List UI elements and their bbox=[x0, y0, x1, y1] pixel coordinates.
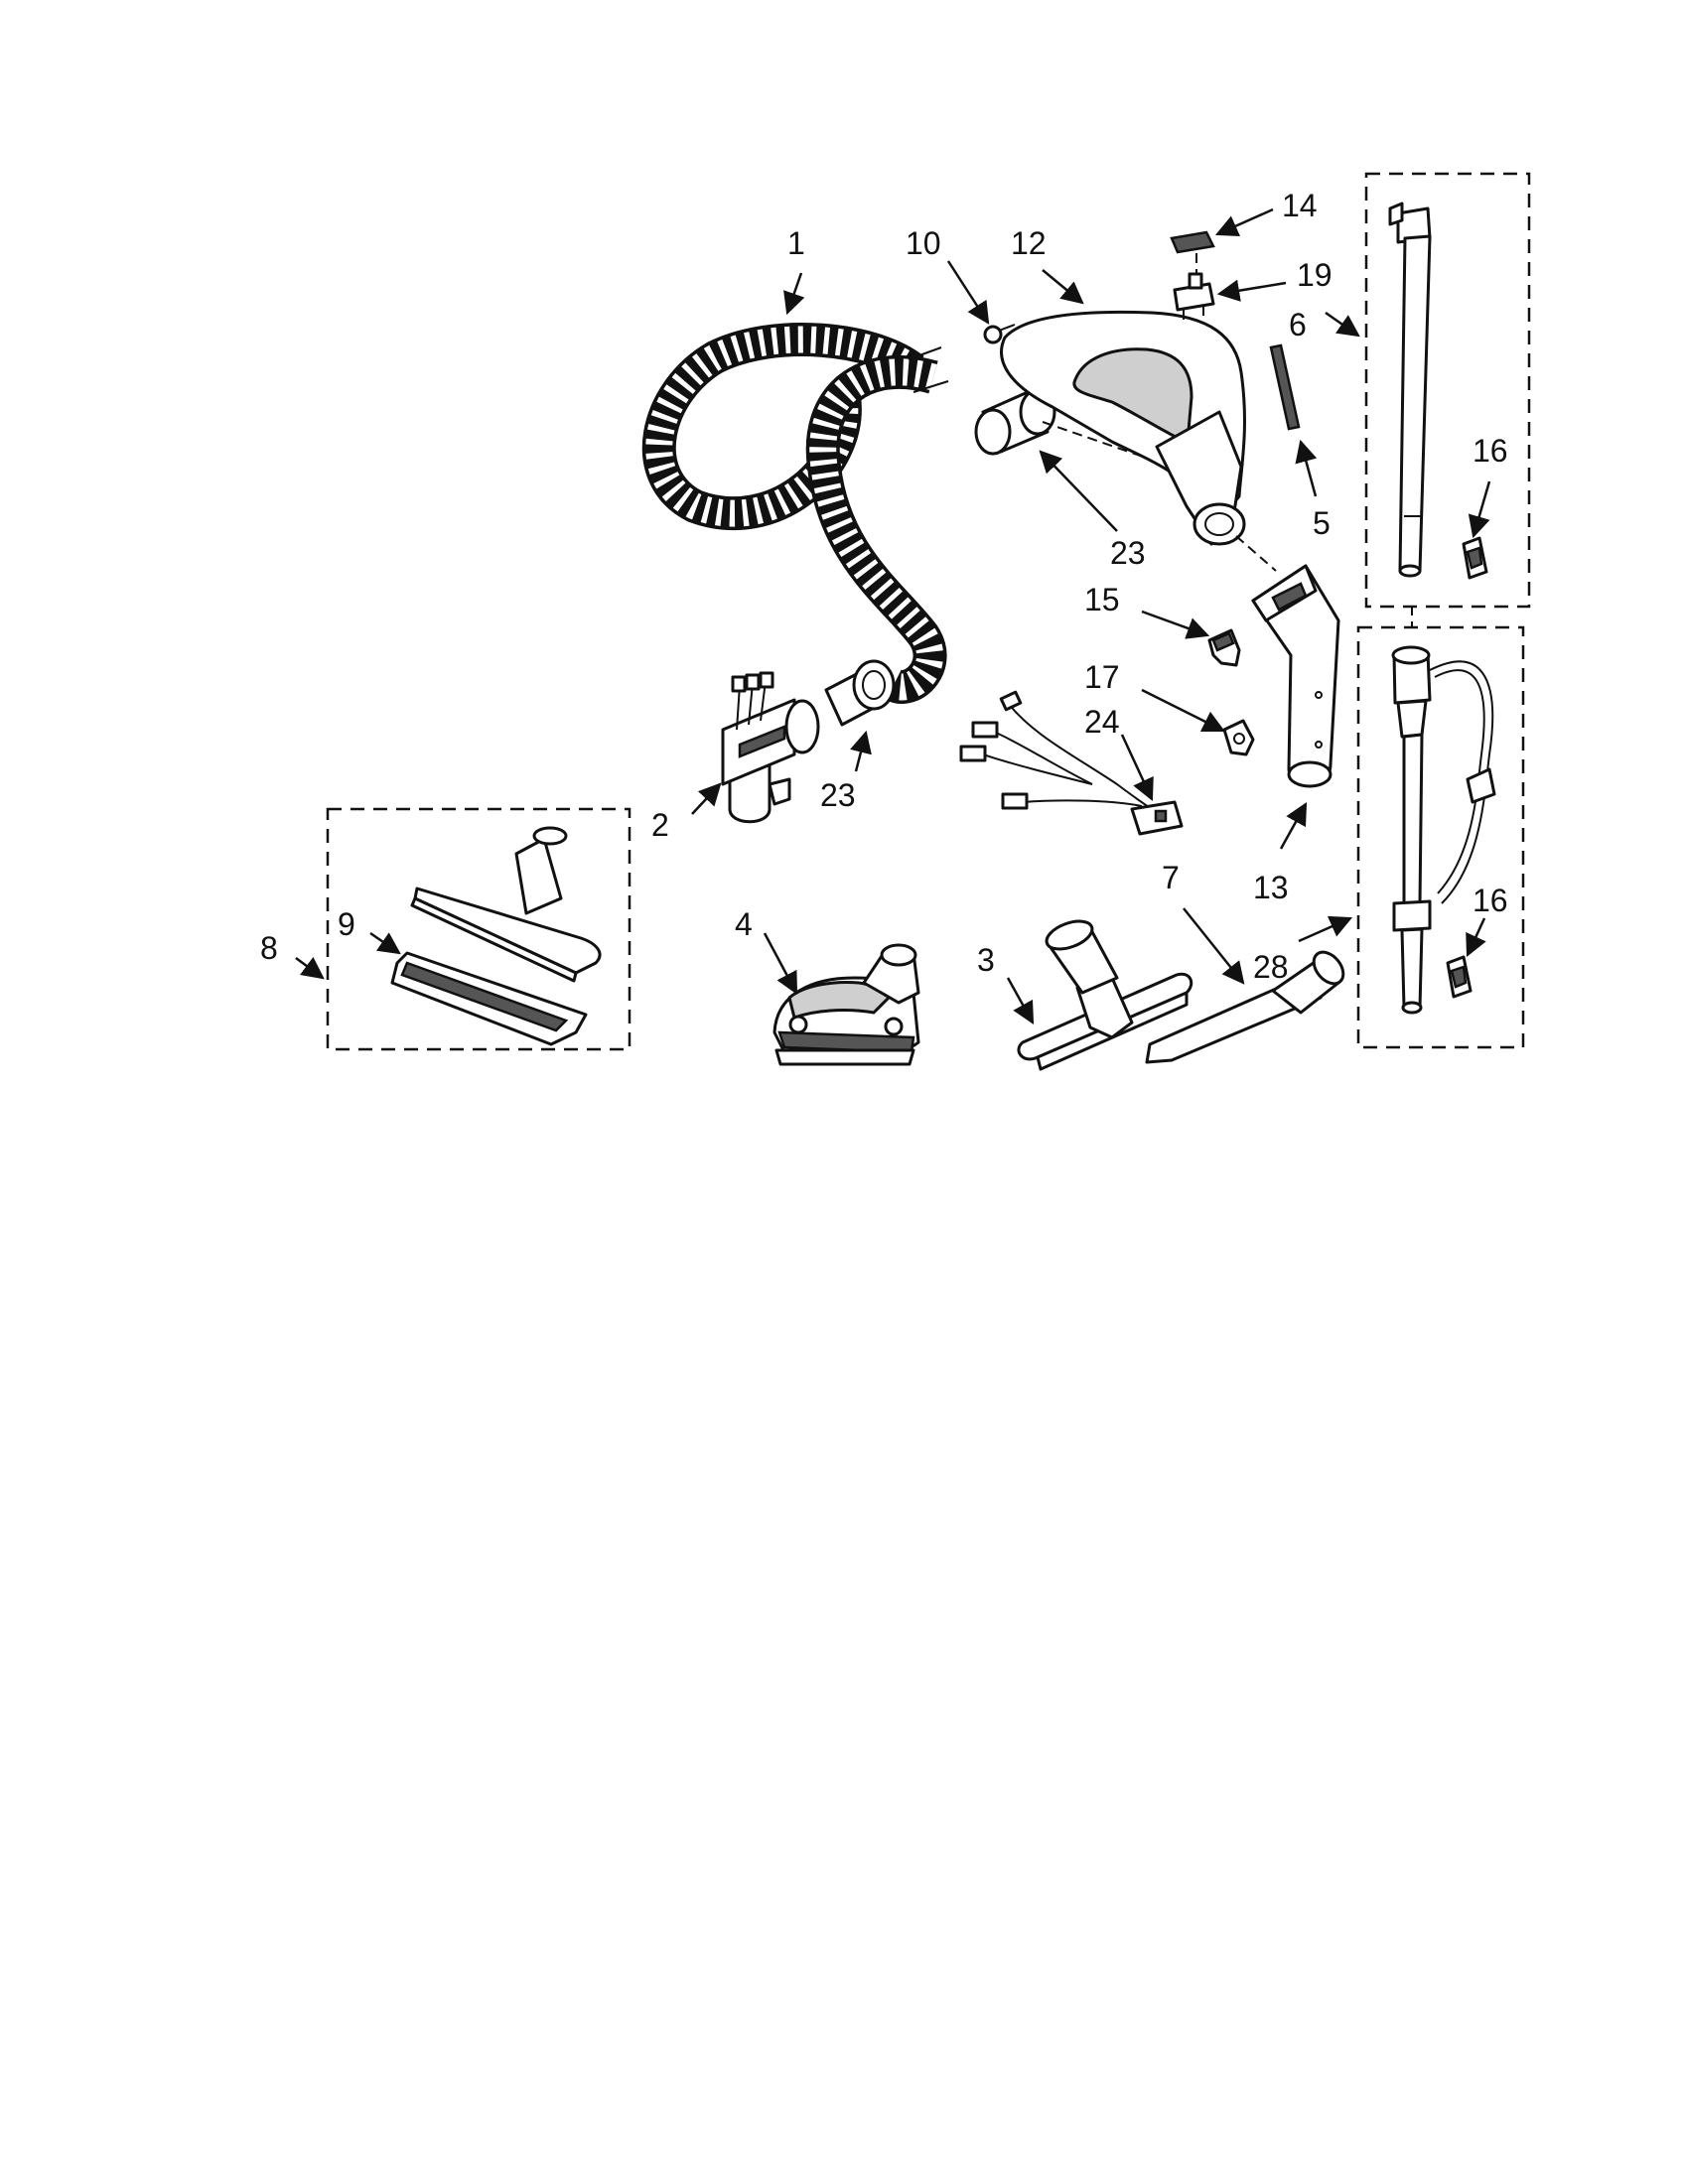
leader-6 bbox=[1325, 311, 1360, 338]
leader-23a bbox=[1039, 450, 1118, 532]
part-24-wire-harness bbox=[959, 690, 1184, 836]
leader-28 bbox=[1298, 915, 1353, 943]
callout-1: 1 bbox=[787, 225, 805, 261]
part-9-brush-insert bbox=[390, 951, 588, 1046]
part-28-lower-wand bbox=[1391, 645, 1496, 1015]
callout-10: 10 bbox=[906, 225, 941, 261]
part-10-screw bbox=[983, 324, 1016, 344]
part-2-hose-swivel bbox=[721, 671, 820, 824]
callout-23b: 23 bbox=[820, 777, 856, 813]
part-4-turbo-brush bbox=[772, 943, 920, 1066]
callout-28: 28 bbox=[1253, 949, 1289, 985]
callout-13: 13 bbox=[1253, 870, 1289, 905]
part-16-clip-upper bbox=[1462, 536, 1488, 580]
callout-16b: 16 bbox=[1473, 883, 1508, 918]
callout-4: 4 bbox=[735, 906, 753, 942]
part-8-dusting-brush bbox=[410, 826, 602, 983]
callout-2: 2 bbox=[651, 807, 669, 843]
part-8-kit-box bbox=[326, 807, 632, 1051]
leader-2 bbox=[691, 782, 722, 815]
part-5-spring bbox=[1269, 343, 1301, 431]
callout-3: 3 bbox=[977, 942, 995, 978]
part-17-latch bbox=[1222, 719, 1255, 756]
callout-23a: 23 bbox=[1110, 535, 1146, 571]
part-28-lower-wand-box bbox=[1356, 625, 1525, 1049]
leader-4 bbox=[763, 932, 798, 995]
leader-12 bbox=[1042, 269, 1084, 305]
leader-14 bbox=[1214, 207, 1274, 237]
callout-5: 5 bbox=[1313, 505, 1331, 541]
leader-19 bbox=[1216, 279, 1287, 302]
callout-19: 19 bbox=[1297, 257, 1333, 293]
part-13-wand-adapter bbox=[1235, 535, 1340, 788]
leader-13 bbox=[1279, 802, 1308, 850]
leader-16a bbox=[1468, 480, 1491, 539]
leader-7 bbox=[1183, 907, 1245, 985]
leader-16b bbox=[1466, 917, 1486, 958]
leader-5 bbox=[1295, 439, 1318, 497]
leader-1 bbox=[783, 272, 805, 316]
part-3-floor-tool bbox=[1017, 919, 1193, 1071]
leader-23b bbox=[850, 730, 872, 772]
leader-24 bbox=[1120, 734, 1154, 802]
part-23-cuff-lower bbox=[824, 659, 896, 727]
callout-17: 17 bbox=[1084, 659, 1120, 695]
leader-15 bbox=[1141, 610, 1210, 639]
part-1-hose bbox=[641, 323, 949, 704]
callout-14: 14 bbox=[1282, 188, 1318, 223]
callout-24: 24 bbox=[1084, 704, 1120, 740]
callout-12: 12 bbox=[1011, 225, 1047, 261]
leader-9 bbox=[369, 931, 401, 955]
part-15-clip bbox=[1207, 628, 1241, 667]
part-14-label bbox=[1170, 230, 1215, 254]
callout-15: 15 bbox=[1084, 582, 1120, 617]
part-6-upper-wand bbox=[1388, 202, 1432, 578]
callout-8: 8 bbox=[260, 930, 278, 966]
leader-8 bbox=[295, 956, 325, 980]
callout-16a: 16 bbox=[1473, 433, 1508, 469]
callout-6: 6 bbox=[1289, 307, 1307, 342]
leader-17 bbox=[1141, 688, 1226, 733]
callout-9: 9 bbox=[338, 906, 355, 942]
leader-3 bbox=[1006, 977, 1035, 1024]
part-7-crevice-tool bbox=[1145, 950, 1345, 1064]
part-12-handle bbox=[1000, 310, 1246, 546]
leader-10 bbox=[946, 260, 990, 325]
part-19-switch bbox=[1173, 253, 1215, 320]
callout-7: 7 bbox=[1162, 860, 1180, 895]
part-6-upper-wand-box bbox=[1364, 172, 1531, 609]
part-16-clip-lower bbox=[1446, 955, 1473, 999]
